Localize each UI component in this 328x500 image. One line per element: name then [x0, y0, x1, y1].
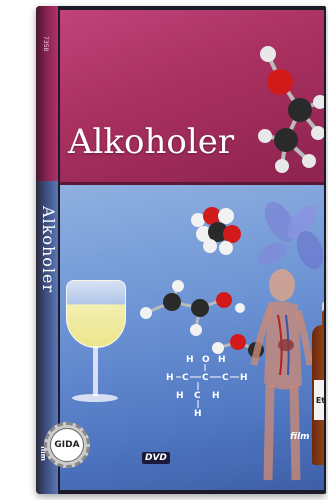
wine-glass-icon	[66, 280, 126, 348]
bottle-cap	[322, 302, 324, 312]
wine-glass-foot	[72, 394, 118, 402]
svg-text:H: H	[166, 373, 174, 383]
human-body-icon	[250, 269, 314, 481]
molecule-model-icon	[191, 207, 241, 255]
spine-number: 7358	[42, 36, 49, 52]
molecule-model-icon	[258, 46, 324, 173]
molecule-model-icon	[140, 280, 245, 336]
svg-text:H: H	[218, 355, 226, 365]
cover-title: Alkoholer	[68, 122, 235, 162]
brand-corner-logo: film	[290, 432, 310, 442]
orbital-shapes-icon	[257, 202, 324, 270]
svg-text:C: C	[194, 391, 201, 401]
svg-text:H: H	[212, 391, 220, 401]
svg-text:C: C	[202, 373, 209, 383]
bottle-label: Ethanol	[314, 380, 324, 420]
dvd-spine-top-band	[36, 6, 58, 181]
spine-brand: film	[39, 446, 47, 461]
dvd-case: 7358 Alkoholer film	[36, 6, 326, 494]
gear-badge-icon: GIDA	[44, 422, 90, 468]
dvd-front-cover: Alkoholer	[60, 10, 324, 490]
svg-text:C: C	[222, 373, 229, 383]
dvd-format-logo: DVD	[142, 452, 170, 464]
svg-text:H: H	[194, 409, 202, 419]
svg-text:H: H	[240, 373, 248, 383]
svg-text:C: C	[182, 373, 189, 383]
bottle-neck	[322, 310, 324, 330]
spine-title: Alkoholer	[39, 206, 58, 294]
top-color-band	[60, 10, 324, 182]
svg-text:H: H	[186, 355, 194, 365]
wine-glass-stem	[93, 346, 98, 396]
band-divider	[60, 182, 324, 185]
structural-formula-icon: H O H H C C C H H C H H	[166, 355, 248, 419]
publisher-badge-text: GIDA	[50, 428, 84, 462]
svg-text:O: O	[202, 355, 210, 365]
svg-text:H: H	[176, 391, 184, 401]
